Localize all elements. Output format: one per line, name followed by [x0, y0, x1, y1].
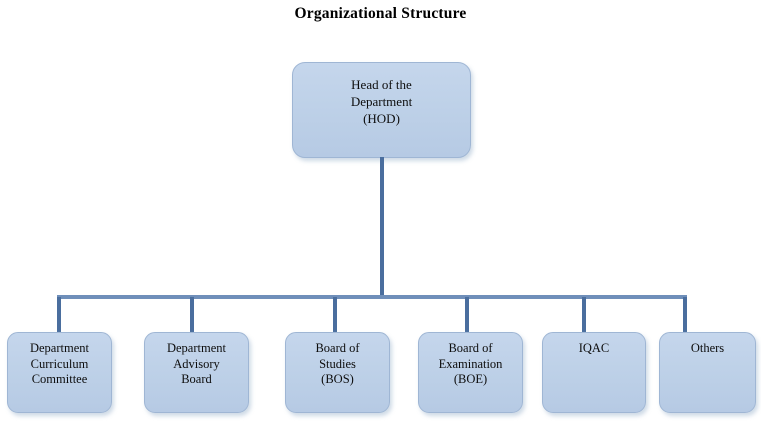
connector-root-stem — [380, 157, 384, 298]
org-node-board-of-studies[interactable]: Board of Studies (BOS) — [285, 332, 390, 413]
connector-drop-board-of-studies — [333, 297, 337, 333]
connector-drop-board-of-examination — [465, 297, 469, 333]
org-node-others[interactable]: Others — [659, 332, 756, 413]
connector-drop-department-curriculum-committee — [57, 297, 61, 333]
org-node-label: Head of the Department (HOD) — [350, 77, 413, 126]
org-node-board-of-examination[interactable]: Board of Examination (BOE) — [418, 332, 523, 413]
org-node-label: Board of Examination (BOE) — [438, 341, 503, 386]
org-node-label: Board of Studies (BOS) — [315, 341, 360, 386]
org-node-iqac[interactable]: IQAC — [542, 332, 646, 413]
connector-drop-others — [683, 297, 687, 333]
connector-horizontal-bus — [57, 295, 687, 299]
org-node-label: IQAC — [578, 341, 610, 355]
org-node-label: Department Curriculum Committee — [29, 341, 89, 386]
page-title: Organizational Structure — [294, 5, 467, 22]
org-node-label: Others — [690, 341, 725, 355]
org-node-department-advisory-board[interactable]: Department Advisory Board — [144, 332, 249, 413]
org-node-head-of-department[interactable]: Head of the Department (HOD) — [292, 62, 471, 158]
connector-drop-iqac — [582, 297, 586, 333]
org-node-label: Department Advisory Board — [166, 341, 226, 386]
org-node-department-curriculum-committee[interactable]: Department Curriculum Committee — [7, 332, 112, 413]
connector-drop-department-advisory-board — [190, 297, 194, 333]
